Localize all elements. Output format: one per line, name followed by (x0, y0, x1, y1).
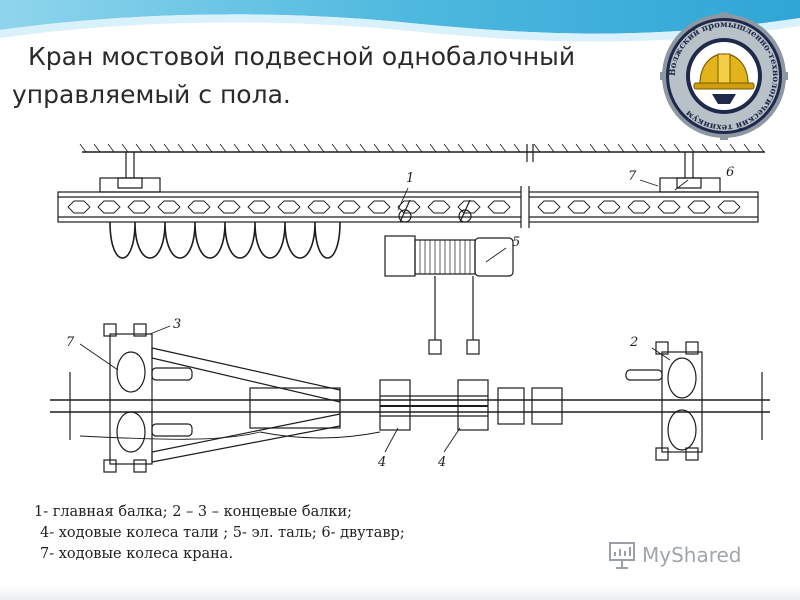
callout-6: 6 (726, 165, 734, 180)
ceiling-hatching (79, 143, 765, 162)
legend-line-2: 4- ходовые колеса тали ; 5- эл. таль; 6-… (40, 525, 405, 541)
slide-title: Кран мостовой подвесной однобалочный упр… (12, 38, 672, 114)
callout-4-right: 4 (437, 455, 446, 470)
crane-plan-view (50, 323, 770, 473)
callout-3: 3 (173, 317, 181, 332)
watermark-text: MyShared (642, 543, 742, 567)
leader-lines (79, 179, 689, 453)
callout-5: 5 (512, 235, 520, 250)
callout-7-top: 7 (628, 169, 637, 184)
legend-line-3: 7- ходовые колеса крана. (40, 546, 234, 562)
slide-title-line-2: управляемый с пола. (12, 80, 291, 109)
hard-hat-icon (693, 53, 755, 104)
electric-hoist (384, 199, 514, 355)
legend: 1- главная балка; 2 – 3 – концевые балки… (34, 502, 405, 565)
slide-title-line-1: Кран мостовой подвесной однобалочный (28, 42, 576, 71)
callout-7-left: 7 (66, 335, 75, 350)
festoon-cable (109, 221, 341, 259)
main-beam (57, 177, 759, 228)
crane-technical-drawing: 1 5 6 7 3 7 2 4 4 (50, 143, 770, 473)
callout-4-left: 4 (377, 455, 386, 470)
callout-2: 2 (629, 335, 638, 350)
header-wave-decoration (0, 0, 800, 42)
legend-line-1: 1- главная балка; 2 – 3 – концевые балки… (34, 504, 353, 520)
callout-1: 1 (406, 171, 414, 186)
watermark: MyShared (609, 542, 742, 569)
college-emblem: Волжский промышленно-технологический тех… (660, 12, 788, 140)
footer-shade (0, 586, 800, 600)
presentation-board-icon (609, 542, 635, 569)
